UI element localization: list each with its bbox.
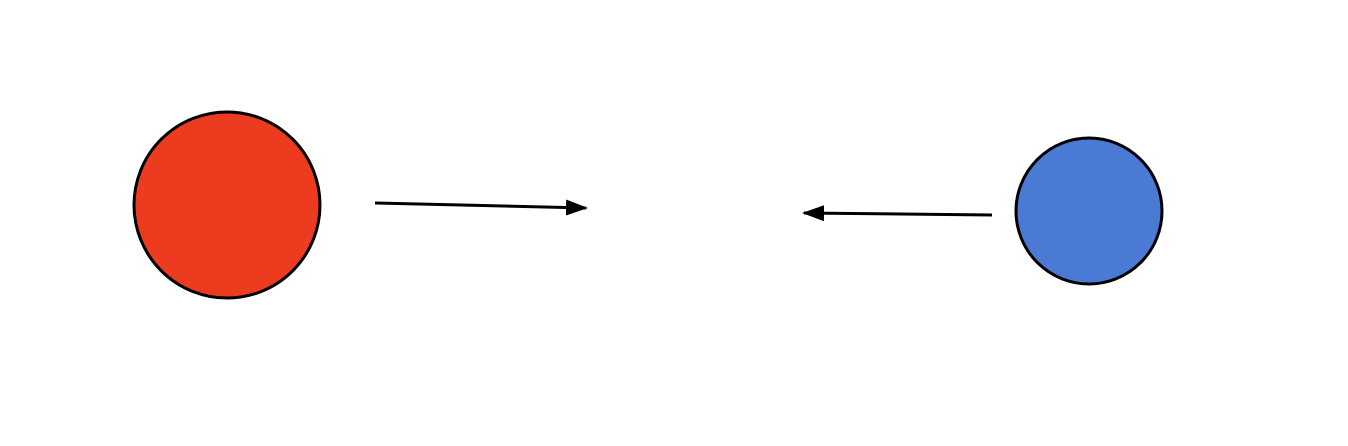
- red-ball-velocity-arrow: [374, 199, 588, 216]
- blue-ball-velocity-arrow: [802, 205, 993, 222]
- red-ball: [132, 110, 322, 300]
- blue-ball: [1014, 136, 1164, 286]
